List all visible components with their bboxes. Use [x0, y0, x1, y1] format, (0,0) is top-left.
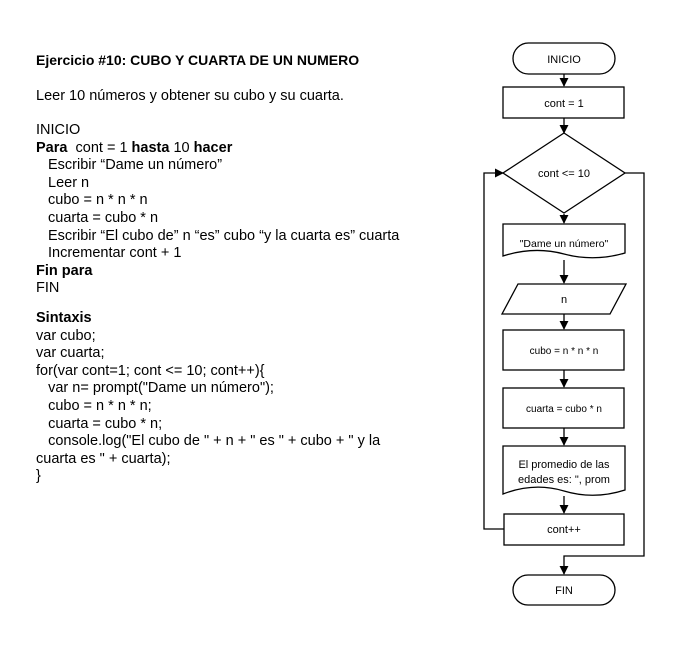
flow-condition-label: cont <= 10: [538, 168, 590, 180]
pseudo-for-init: cont = 1: [75, 139, 128, 156]
condition-diamond: [501, 132, 627, 214]
code-line: var cuarta;: [36, 345, 105, 362]
pseudo-to-keyword: hasta: [131, 139, 170, 156]
code-line: }: [36, 468, 41, 485]
end-terminal: [512, 574, 616, 606]
pseudo-body-line: Escribir “El cubo de” n “es” cubo “y la …: [48, 227, 400, 244]
output-prompt-document: [502, 223, 626, 259]
code-line: cubo = n * n * n;: [36, 397, 152, 414]
code-line: cuarta es " + cuarta);: [36, 450, 171, 467]
pseudo-body-line: Escribir “Dame un número”: [48, 157, 223, 174]
loop-back-line: [483, 168, 504, 530]
pseudo-end: FIN: [36, 280, 60, 297]
pseudo-for-line: Para cont = 1 hasta 10 hacer: [36, 140, 399, 158]
exercise-description: Leer 10 números y obtener su cubo y su c…: [36, 88, 344, 104]
process-cuarta-box: [502, 387, 625, 429]
pseudo-body-line: cubo = n * n * n: [48, 192, 148, 209]
pseudo-body-line: Incrementar cont + 1: [48, 245, 182, 262]
flow-result-label-line1: El promedio de las: [518, 459, 610, 471]
exit-line: [559, 172, 645, 575]
flow-cuarta-label: cuarta = cubo * n: [526, 404, 602, 415]
code-line: var cubo;: [36, 327, 96, 344]
increment-process-box: [503, 513, 625, 546]
output-result-document: [502, 445, 626, 496]
flow-result-label-line2: edades es: ", prom: [518, 474, 610, 486]
flow-init-label: cont = 1: [544, 98, 583, 110]
flow-cubo-label: cubo = n * n * n: [530, 346, 599, 357]
flow-increment-label: cont++: [547, 524, 581, 536]
start-terminal: [512, 42, 616, 75]
input-parallelogram: [500, 283, 628, 315]
code-line: console.log("El cubo de " + n + " es " +…: [36, 433, 381, 450]
pseudo-for-limit: 10: [173, 139, 190, 156]
syntax-heading: Sintaxis: [36, 310, 92, 326]
pseudo-start: INICIO: [36, 122, 81, 138]
syntax-block: Sintaxis var cubo; var cuarta; for(var c…: [36, 310, 380, 486]
code-line: var n= prompt("Dame un número");: [36, 380, 274, 397]
pseudo-for-keyword: Para: [36, 139, 68, 156]
pseudocode-block: INICIO Para cont = 1 hasta 10 hacer Escr…: [36, 122, 399, 298]
code-line: for(var cont=1; cont <= 10; cont++){: [36, 362, 265, 379]
init-process-box: [502, 86, 625, 119]
process-cubo-box: [502, 329, 625, 371]
pseudo-body-line: Leer n: [48, 174, 90, 191]
pseudo-end-for: Fin para: [36, 262, 93, 279]
flow-end-label: FIN: [555, 585, 573, 597]
flow-start-label: INICIO: [547, 54, 581, 66]
flow-output-prompt-label: "Dame un número": [520, 238, 609, 250]
pseudo-body-line: cuarta = cubo * n: [48, 209, 159, 226]
exercise-title: Ejercicio #10: CUBO Y CUARTA DE UN NUMER…: [36, 52, 360, 68]
code-line: cuarta = cubo * n;: [36, 415, 163, 432]
flow-input-label: n: [561, 294, 567, 306]
pseudo-do-keyword: hacer: [193, 139, 233, 156]
